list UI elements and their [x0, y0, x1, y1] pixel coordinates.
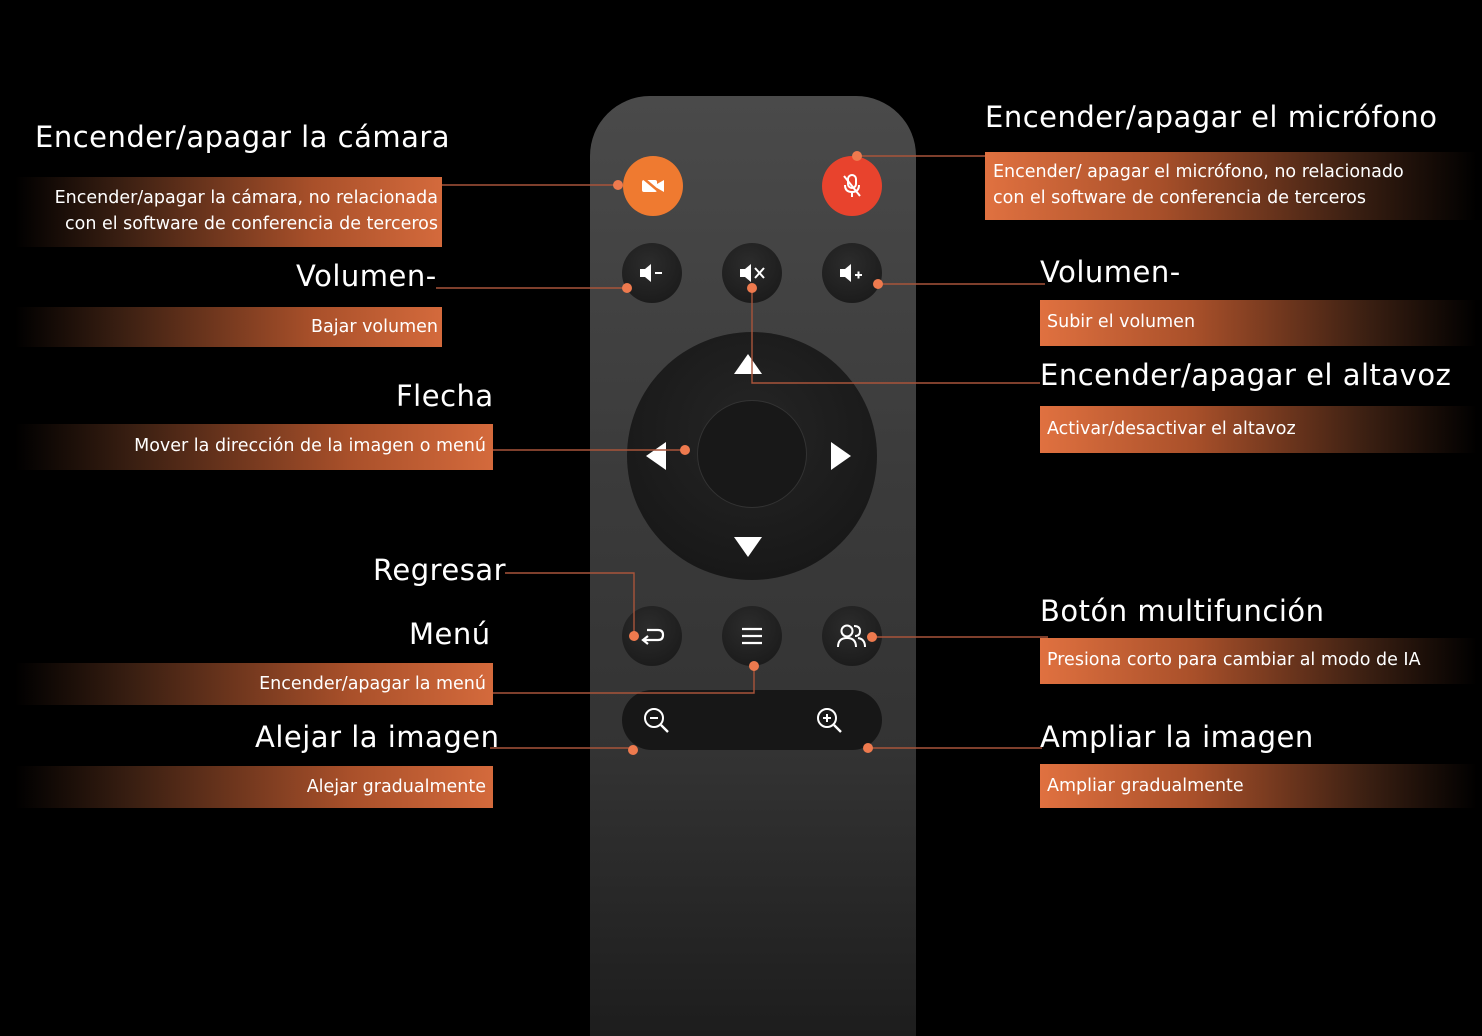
- vol-down-title: Volumen-: [296, 259, 437, 293]
- connector-dot: [628, 745, 638, 755]
- back-title: Regresar: [373, 553, 507, 587]
- arrow-right-icon[interactable]: [829, 440, 853, 472]
- zoom-out-desc: Alejar gradualmente: [15, 766, 493, 808]
- mute-icon: [740, 264, 765, 282]
- menu-button[interactable]: [722, 606, 782, 666]
- zoom-in-desc: Ampliar gradualmente: [1040, 764, 1477, 808]
- connector-dot: [622, 283, 632, 293]
- volume-up-icon: [840, 264, 862, 282]
- zoom-in-title: Ampliar la imagen: [1040, 720, 1314, 754]
- menu-desc: Encender/apagar la menú: [15, 663, 493, 705]
- zoom-in-icon[interactable]: [815, 706, 845, 736]
- menu-title: Menú: [409, 617, 491, 651]
- mic-desc-line2: con el software de conferencia de tercer…: [993, 188, 1367, 208]
- mic-desc-line1: Encender/ apagar el micrófono, no relaci…: [993, 162, 1404, 182]
- camera-desc-line2: con el software de conferencia de tercer…: [64, 214, 438, 234]
- connector-dot: [873, 279, 883, 289]
- volume-up-button[interactable]: [822, 243, 882, 303]
- camera-button[interactable]: [623, 156, 683, 216]
- mic-title: Encender/apagar el micrófono: [985, 100, 1438, 134]
- speaker-desc: Activar/desactivar el altavoz: [1040, 406, 1477, 453]
- connector-dot: [629, 631, 639, 641]
- camera-off-icon: [642, 177, 664, 195]
- arrow-down-icon[interactable]: [732, 535, 764, 559]
- connector-dot: [852, 151, 862, 161]
- vol-up-desc: Subir el volumen: [1040, 300, 1477, 346]
- camera-desc-line1: Encender/apagar la cámara, no relacionad…: [54, 188, 438, 208]
- camera-desc: Encender/apagar la cámara, no relacionad…: [15, 177, 442, 247]
- connector-dot: [747, 283, 757, 293]
- camera-title: Encender/apagar la cámara: [35, 120, 451, 154]
- volume-down-button[interactable]: [622, 243, 682, 303]
- zoom-out-title: Alejar la imagen: [255, 720, 500, 754]
- multifunction-icon: [837, 624, 866, 648]
- arrow-desc: Mover la dirección de la imagen o menú: [15, 424, 493, 470]
- mic-desc: Encender/ apagar el micrófono, no relaci…: [985, 152, 1477, 220]
- volume-down-icon: [640, 264, 662, 282]
- mic-off-icon: [843, 174, 861, 197]
- microphone-button[interactable]: [822, 156, 882, 216]
- multi-desc: Presiona corto para cambiar al modo de I…: [1040, 638, 1477, 684]
- connector-dot: [863, 743, 873, 753]
- arrow-left-icon[interactable]: [644, 440, 668, 472]
- dpad-ok-button[interactable]: [697, 400, 807, 508]
- vol-down-desc: Bajar volumen: [15, 307, 442, 347]
- speaker-title: Encender/apagar el altavoz: [1040, 358, 1452, 392]
- back-icon: [641, 628, 665, 645]
- connector-dot: [613, 180, 623, 190]
- connector-dot: [867, 632, 877, 642]
- arrow-up-icon[interactable]: [732, 352, 764, 376]
- connector-dot: [749, 661, 759, 671]
- zoom-out-icon[interactable]: [642, 706, 672, 736]
- multi-title: Botón multifunción: [1040, 594, 1325, 628]
- connector-dot: [680, 445, 690, 455]
- zoom-bar: [622, 690, 882, 750]
- arrow-title: Flecha: [396, 379, 494, 413]
- vol-up-title: Volumen-: [1040, 255, 1181, 289]
- menu-icon: [742, 627, 762, 645]
